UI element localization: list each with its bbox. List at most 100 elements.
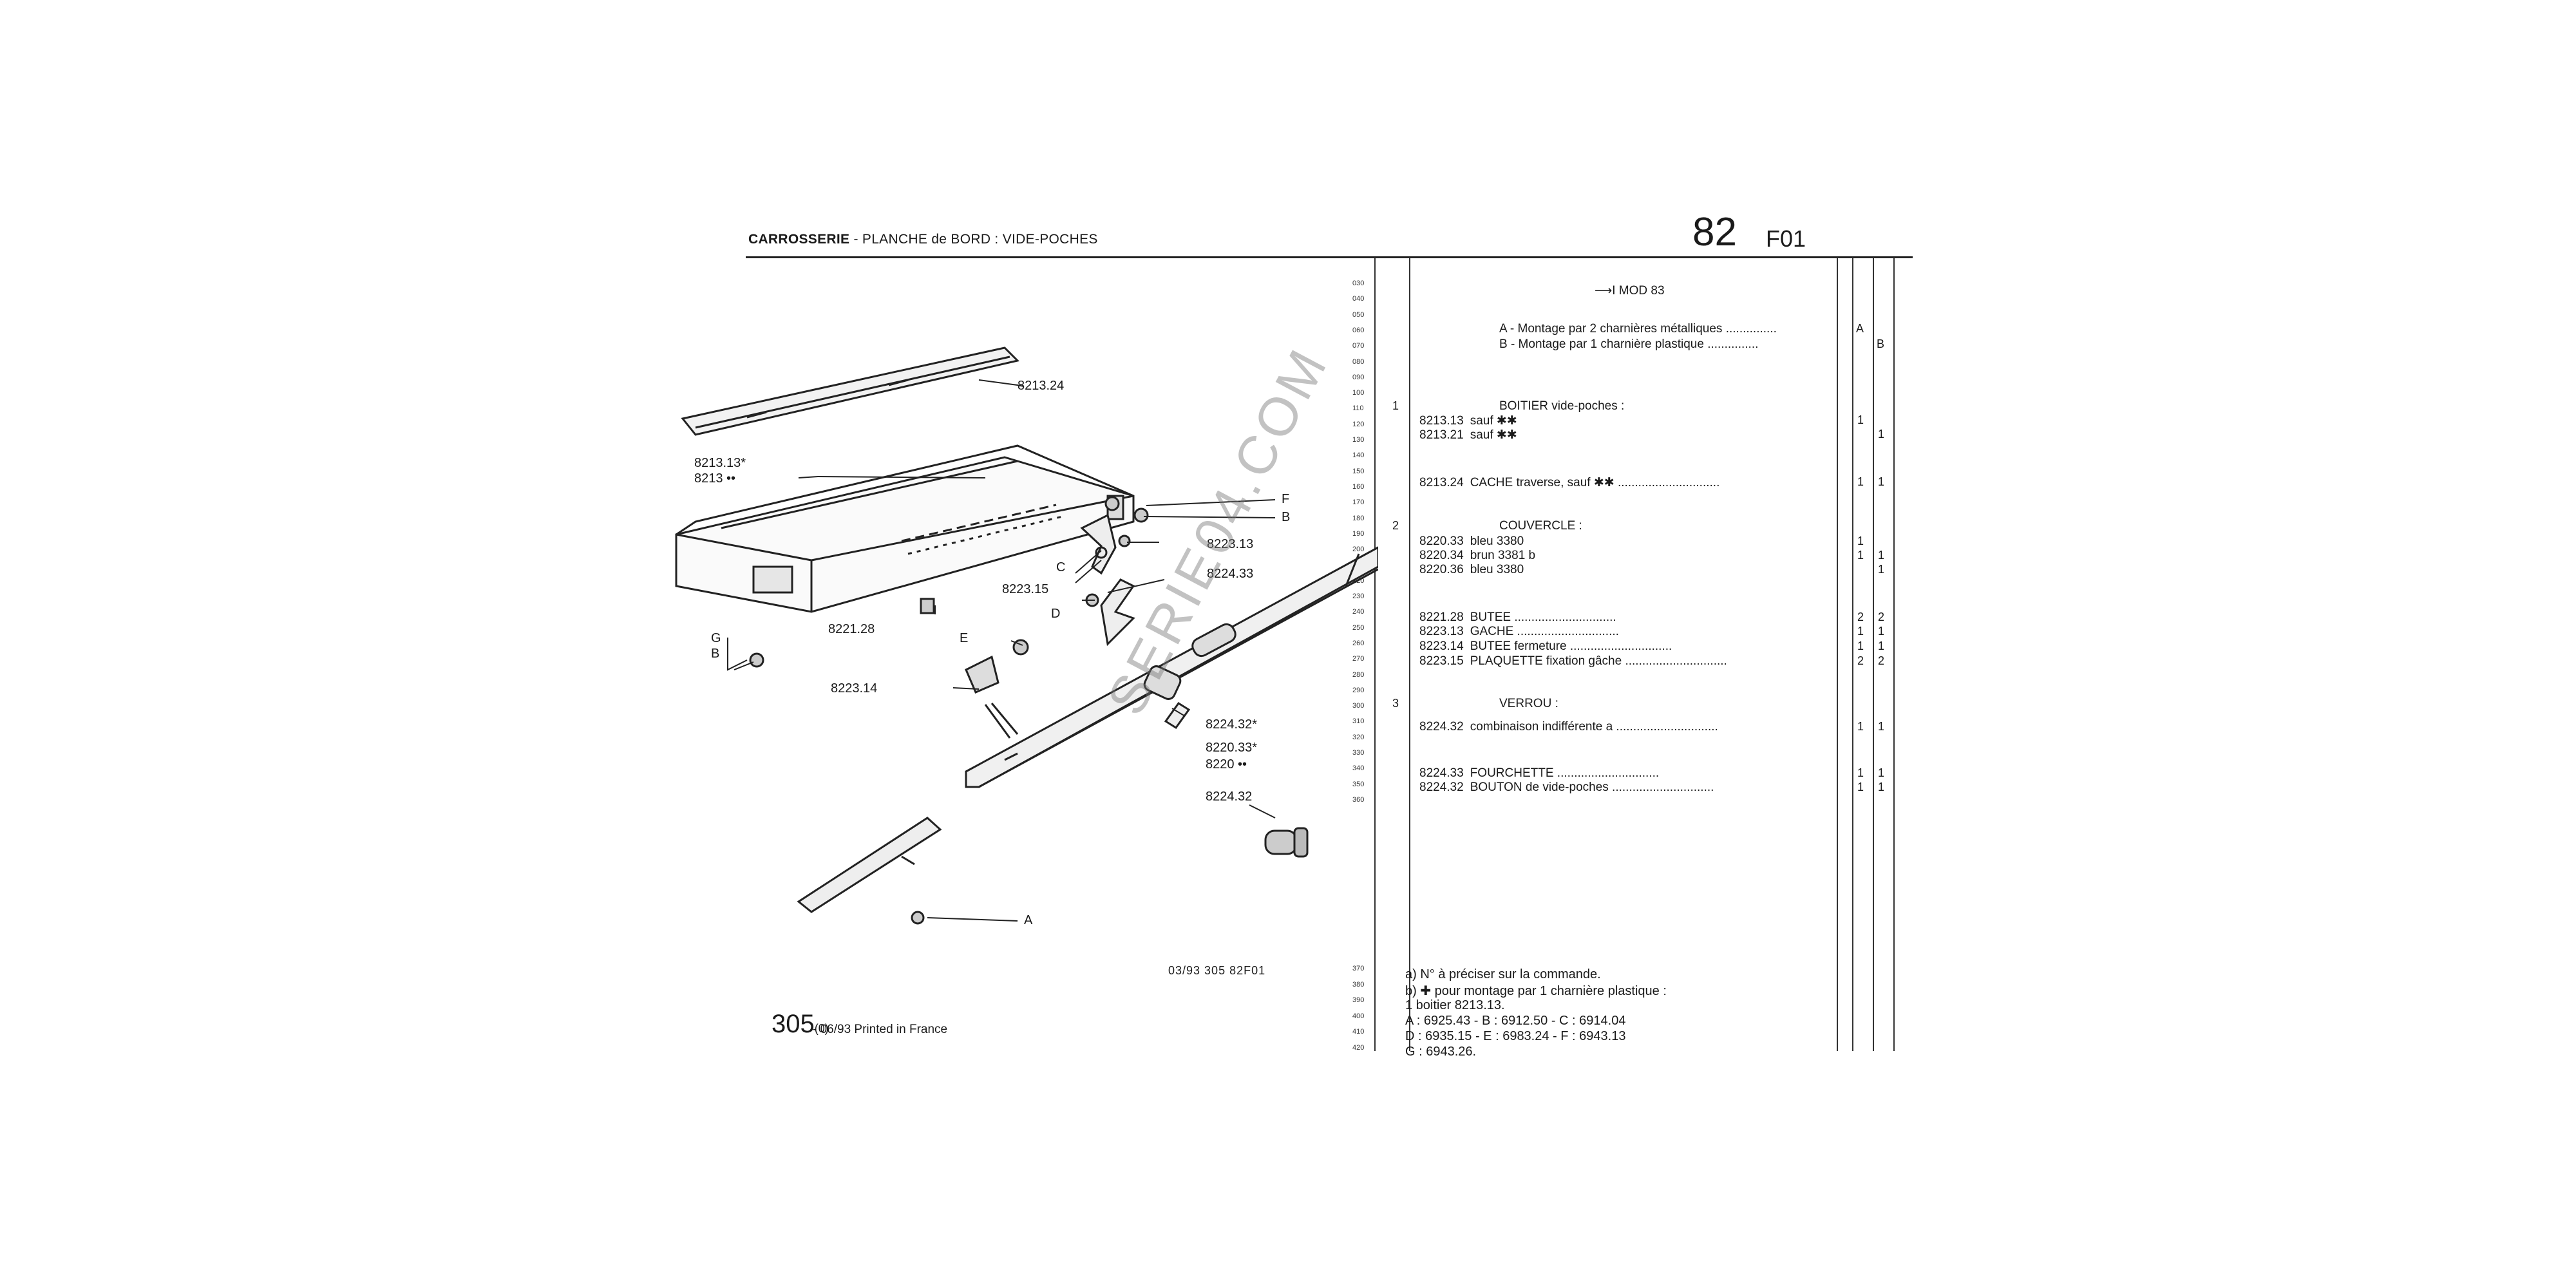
mounting-b: B - Montage par 1 charnière plastique ..… (1499, 337, 1758, 352)
dot-leader: .............................. (1608, 781, 1714, 794)
quantity-cell: 1 (1857, 413, 1864, 426)
dot-leader: .............................. (1613, 720, 1718, 734)
page-title: CARROSSERIE - PLANCHE de BORD : VIDE-POC… (748, 232, 1098, 247)
row-number: 070 (1352, 342, 1365, 350)
part-desc: PLAQUETTE fixation gâche (1470, 654, 1622, 668)
exploded-diagram (675, 346, 1378, 925)
screw-part (911, 911, 925, 925)
quantity-cell: 1 (1857, 549, 1864, 562)
qty-b: B (1877, 337, 1885, 350)
part-desc: GACHE (1470, 625, 1514, 638)
callout-label: 8224.32* (1206, 717, 1258, 732)
footnote: A : 6925.43 - B : 6912.50 - C : 6914.04 (1405, 1014, 1626, 1028)
group-number: 1 (1392, 399, 1399, 412)
group-heading: BOITIER vide-poches : (1499, 399, 1625, 413)
row-number: 230 (1352, 592, 1365, 600)
part-ref: 8213.21 (1419, 428, 1464, 442)
callout-label: 8213.13* (694, 456, 746, 470)
callout-label: 8220.33* (1206, 741, 1258, 755)
row-number: 050 (1352, 310, 1365, 319)
footnote: 1 boitier 8213.13. (1405, 998, 1505, 1012)
row-number: 380 (1352, 980, 1365, 989)
footnote: a) N° à préciser sur la commande. (1405, 967, 1601, 981)
dot-leader: .............................. (1614, 476, 1720, 489)
row-number: 030 (1352, 279, 1365, 287)
callout-label: 8223.14 (831, 681, 878, 696)
table-divider (1873, 258, 1874, 1051)
row-number: 060 (1352, 326, 1365, 334)
callout-label: 8224.33 (1207, 567, 1254, 581)
group-heading: COUVERCLE : (1499, 519, 1582, 533)
page-code: F01 (1766, 225, 1806, 252)
part-ref: 8213.13 (1419, 414, 1464, 428)
row-number: 170 (1352, 498, 1365, 507)
callout-label: A (1024, 913, 1033, 927)
callout-label: F (1282, 492, 1290, 506)
screw-part (1133, 507, 1149, 523)
lock-part (1143, 665, 1191, 730)
row-number: 190 (1352, 529, 1365, 538)
quantity-cell: 1 (1878, 720, 1885, 733)
part-desc: combinaison indifférente a (1470, 720, 1613, 734)
quantity-cell: 1 (1878, 563, 1885, 576)
part-row: 8224.32 combinaison indifférente a ......… (1419, 720, 1718, 734)
hinge-part (1080, 513, 1117, 575)
row-number: 370 (1352, 965, 1365, 972)
part-ref: 8213.24 (1419, 476, 1464, 489)
callout-label: 8221.28 (828, 622, 875, 636)
row-number: 140 (1352, 451, 1365, 460)
leader-lines (727, 379, 1276, 922)
row-number: 160 (1352, 482, 1365, 491)
part-ref: 8224.32 (1419, 720, 1464, 734)
page-number: 82 (1692, 210, 1737, 254)
dot-leader: .............................. (1566, 639, 1672, 653)
catalog-number-sub: (0) (814, 1022, 829, 1035)
screw-part (1104, 496, 1120, 511)
quantity-cell: 1 (1857, 535, 1864, 547)
row-number: 240 (1352, 608, 1365, 616)
callout-label: D (1051, 607, 1061, 621)
row-number: 360 (1352, 795, 1365, 804)
screw-part (1118, 535, 1131, 547)
row-number: 330 (1352, 749, 1365, 757)
row-number: 290 (1352, 686, 1365, 694)
part-ref: 8224.32 (1419, 781, 1464, 794)
section-title: CARROSSERIE (748, 232, 850, 247)
table-divider (1852, 258, 1853, 1051)
print-info: - 06/93 Printed in France (813, 1023, 948, 1036)
row-number: 270 (1352, 655, 1365, 663)
callout-label: 8213 •• (694, 471, 736, 486)
quantity-cell: 1 (1857, 475, 1864, 488)
quantity-cell: 1 (1878, 625, 1885, 638)
row-number: 100 (1352, 389, 1365, 397)
fourchette-part (1100, 578, 1135, 647)
header-rule (746, 256, 1913, 258)
row-number: 120 (1352, 420, 1365, 428)
row-number: 280 (1352, 670, 1365, 679)
hinge-a-part (797, 817, 942, 913)
footnote: G : 6943.26. (1405, 1045, 1477, 1059)
mounting-a: A - Montage par 2 charnières métalliques… (1499, 322, 1777, 336)
callout-label: E (960, 631, 969, 645)
part-ref: 8223.14 (1419, 639, 1464, 653)
model-text: MOD 83 (1618, 284, 1665, 298)
mounting-b-text: B - Montage par 1 charnière plastique (1499, 337, 1704, 351)
catalog-number-main: 305 (772, 1010, 815, 1038)
callout-label: 8213.24 (1018, 379, 1065, 393)
quantity-cell: 1 (1857, 766, 1864, 779)
row-number: 110 (1352, 404, 1364, 413)
part-desc: BUTEE (1470, 611, 1511, 624)
quantity-cell: 1 (1857, 781, 1864, 793)
footnote: b) ✚ pour montage par 1 charnière plasti… (1405, 984, 1667, 998)
butee-part (920, 598, 935, 614)
quantity-cell: 1 (1857, 720, 1864, 733)
quantity-cell: 2 (1878, 611, 1885, 623)
